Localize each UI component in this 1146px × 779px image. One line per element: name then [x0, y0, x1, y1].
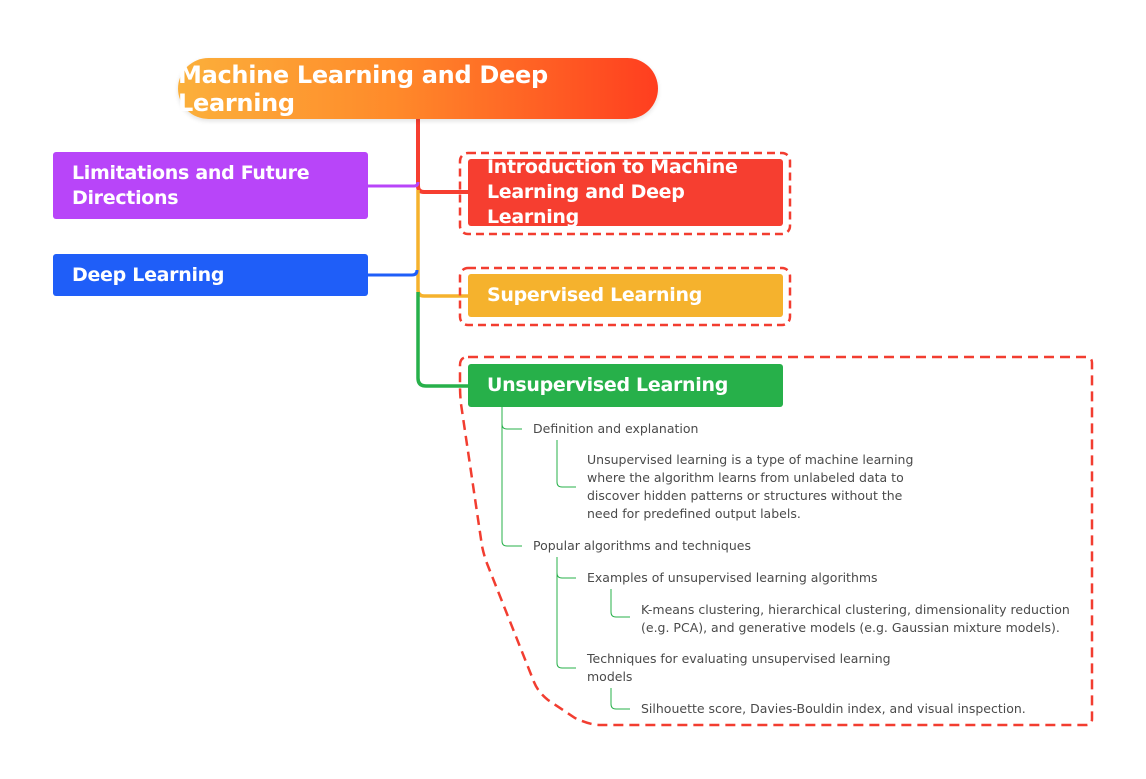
connector-techniques-text [610, 688, 630, 710]
connector-examples [556, 557, 576, 579]
root-topic[interactable]: Machine Learning and Deep Learning [178, 58, 658, 119]
connector-definition [501, 407, 522, 430]
subtopic-examples-text[interactable]: K-means clustering, hierarchical cluster… [641, 602, 1070, 635]
subtopic-definition[interactable]: Definition and explanation [533, 421, 699, 436]
connector-techniques [556, 573, 576, 669]
highlight-supervised [458, 266, 792, 327]
connector-definition-text [556, 440, 576, 488]
highlight-intro [458, 151, 792, 236]
connector-deep [368, 269, 419, 277]
connector-unsupervised [416, 292, 468, 388]
connector-examples-text [610, 589, 630, 618]
topic-label: Limitations and Future Directions [72, 161, 310, 209]
highlight-unsupervised [458, 355, 1094, 727]
topic-unsupervised-learning[interactable]: Unsupervised Learning [468, 364, 783, 407]
topic-supervised-learning[interactable]: Supervised Learning [468, 274, 783, 317]
topic-introduction[interactable]: Introduction to Machine Learning and Dee… [468, 156, 783, 228]
subtopic-definition-text[interactable]: Unsupervised learning is a type of machi… [587, 452, 914, 521]
topic-label: Introduction to Machine Learning and Dee… [487, 156, 738, 228]
connector-popular [501, 424, 522, 547]
connector-limitations [368, 181, 420, 188]
subtopic-examples[interactable]: Examples of unsupervised learning algori… [587, 570, 878, 585]
connector-intro [416, 119, 468, 194]
topic-label: Deep Learning [72, 263, 225, 286]
topic-deep-learning[interactable]: Deep Learning [53, 254, 368, 296]
subtopic-techniques-text[interactable]: Silhouette score, Davies-Bouldin index, … [641, 701, 1026, 716]
topic-limitations-and-future-directions[interactable]: Limitations and Future Directions [53, 152, 368, 219]
subtopic-popular-algorithms[interactable]: Popular algorithms and techniques [533, 538, 751, 553]
subtopic-techniques[interactable]: Techniques for evaluating unsupervised l… [587, 651, 891, 684]
topic-label: Supervised Learning [487, 284, 703, 306]
topic-label: Unsupervised Learning [487, 374, 729, 396]
root-topic-label: Machine Learning and Deep Learning [178, 60, 548, 117]
